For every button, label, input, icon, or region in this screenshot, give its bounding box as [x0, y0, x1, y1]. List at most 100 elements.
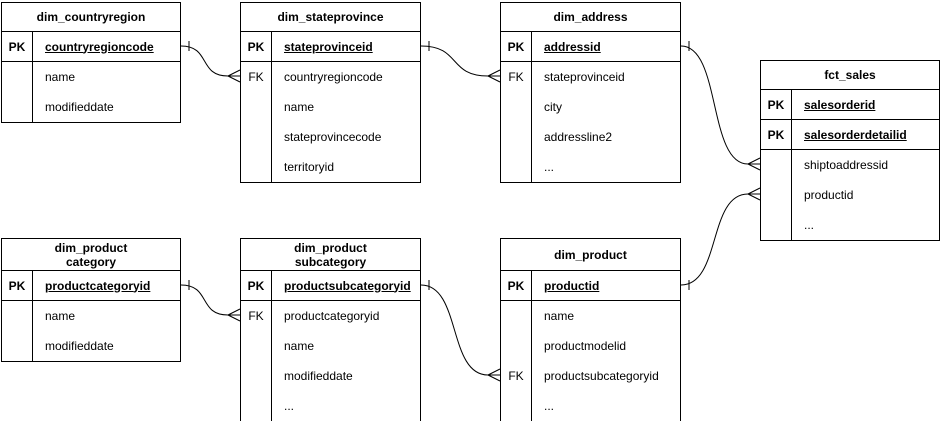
key-badge: PK	[761, 120, 792, 149]
field-row: ...	[501, 391, 680, 421]
key-badge-empty	[2, 301, 33, 331]
field-name: productcategoryid	[45, 278, 151, 293]
field-row: PK addressid	[501, 32, 680, 62]
field-row: name	[241, 92, 420, 122]
field-name: modifieddate	[45, 100, 114, 114]
key-badge: FK	[501, 361, 532, 391]
field-name: productmodelid	[544, 339, 627, 353]
field-row: shiptoaddressid	[761, 150, 939, 180]
field-name: ...	[544, 160, 555, 174]
key-badge-empty	[761, 180, 792, 210]
key-badge: PK	[2, 271, 33, 300]
key-badge-empty	[501, 391, 532, 421]
field-name: name	[45, 70, 76, 84]
relationship-dim_stateprovince-to-dim_address[interactable]	[420, 41, 501, 83]
field-row: PK salesorderdetailid	[761, 120, 939, 150]
relationship-dim_countryregion-to-dim_stateprovince[interactable]	[180, 41, 241, 83]
field-row: name	[2, 62, 180, 92]
cardinality-many-crowfoot	[747, 157, 761, 171]
field-name: stateprovinceid	[544, 70, 625, 84]
field-row: FK productsubcategoryid	[501, 361, 680, 391]
key-badge-empty	[241, 391, 272, 421]
field-row: PK salesorderid	[761, 90, 939, 120]
key-badge-empty	[761, 210, 792, 240]
key-badge: FK	[501, 62, 532, 92]
relationship-dim_productcategory-to-dim_productsubcategory[interactable]	[180, 280, 241, 322]
key-badge-empty	[501, 122, 532, 152]
field-name: modifieddate	[284, 369, 353, 383]
relationship-dim_productsubcategory-to-dim_product[interactable]	[420, 280, 501, 382]
field-name: salesorderid	[804, 97, 876, 112]
entity-title: dim_stateprovince	[241, 3, 420, 32]
key-badge-empty	[241, 361, 272, 391]
relationship-dim_product-to-fct_sales[interactable]	[680, 187, 761, 290]
field-row: city	[501, 92, 680, 122]
field-name: productsubcategoryid	[544, 369, 659, 383]
key-badge: PK	[2, 32, 33, 61]
entity-title: dim_address	[501, 3, 680, 32]
field-row: ...	[241, 391, 420, 421]
field-row: territoryid	[241, 152, 420, 182]
field-name: addressid	[544, 39, 601, 54]
field-name: stateprovincecode	[284, 130, 382, 144]
field-row: productmodelid	[501, 331, 680, 361]
field-row: modifieddate	[2, 92, 180, 122]
key-badge-empty	[501, 331, 532, 361]
cardinality-many-crowfoot	[747, 187, 761, 201]
cardinality-many-crowfoot	[487, 368, 501, 382]
field-name: ...	[804, 218, 815, 232]
key-badge-empty	[241, 331, 272, 361]
key-badge-empty	[501, 301, 532, 331]
field-name: productcategoryid	[284, 309, 380, 323]
relationship-dim_address-to-fct_sales[interactable]	[680, 41, 761, 171]
key-badge: PK	[241, 32, 272, 61]
field-row: modifieddate	[2, 331, 180, 361]
field-name: territoryid	[284, 160, 335, 174]
key-badge-empty	[761, 150, 792, 180]
field-row: ...	[761, 210, 939, 240]
key-badge-empty	[2, 331, 33, 361]
field-row: name	[501, 301, 680, 331]
field-row: name	[241, 331, 420, 361]
field-row: FK stateprovinceid	[501, 62, 680, 92]
entity-title: dim_product category	[2, 239, 180, 271]
key-badge: PK	[241, 271, 272, 300]
field-name: productsubcategoryid	[284, 278, 411, 293]
field-name: salesorderdetailid	[804, 127, 907, 142]
key-badge-empty	[241, 152, 272, 182]
key-badge-empty	[241, 122, 272, 152]
cardinality-many-crowfoot	[487, 69, 501, 83]
key-badge-empty	[2, 92, 33, 122]
key-badge: PK	[761, 90, 792, 119]
key-badge-empty	[501, 152, 532, 182]
field-name: name	[284, 339, 315, 353]
key-badge-empty	[2, 62, 33, 92]
field-row: FK productcategoryid	[241, 301, 420, 331]
field-name: shiptoaddressid	[804, 158, 889, 172]
field-name: ...	[284, 399, 295, 413]
entity-title: dim_countryregion	[2, 3, 180, 32]
field-row: addressline2	[501, 122, 680, 152]
field-row: PK productsubcategoryid	[241, 271, 420, 301]
key-badge: FK	[241, 301, 272, 331]
field-name: name	[284, 100, 315, 114]
field-name: city	[544, 100, 562, 114]
cardinality-many-crowfoot	[227, 69, 241, 83]
entity-title: dim_product subcategory	[241, 239, 420, 271]
field-name: name	[544, 309, 575, 323]
key-badge: PK	[501, 32, 532, 61]
field-row: name	[2, 301, 180, 331]
field-row: PK productcategoryid	[2, 271, 180, 301]
field-row: ...	[501, 152, 680, 182]
